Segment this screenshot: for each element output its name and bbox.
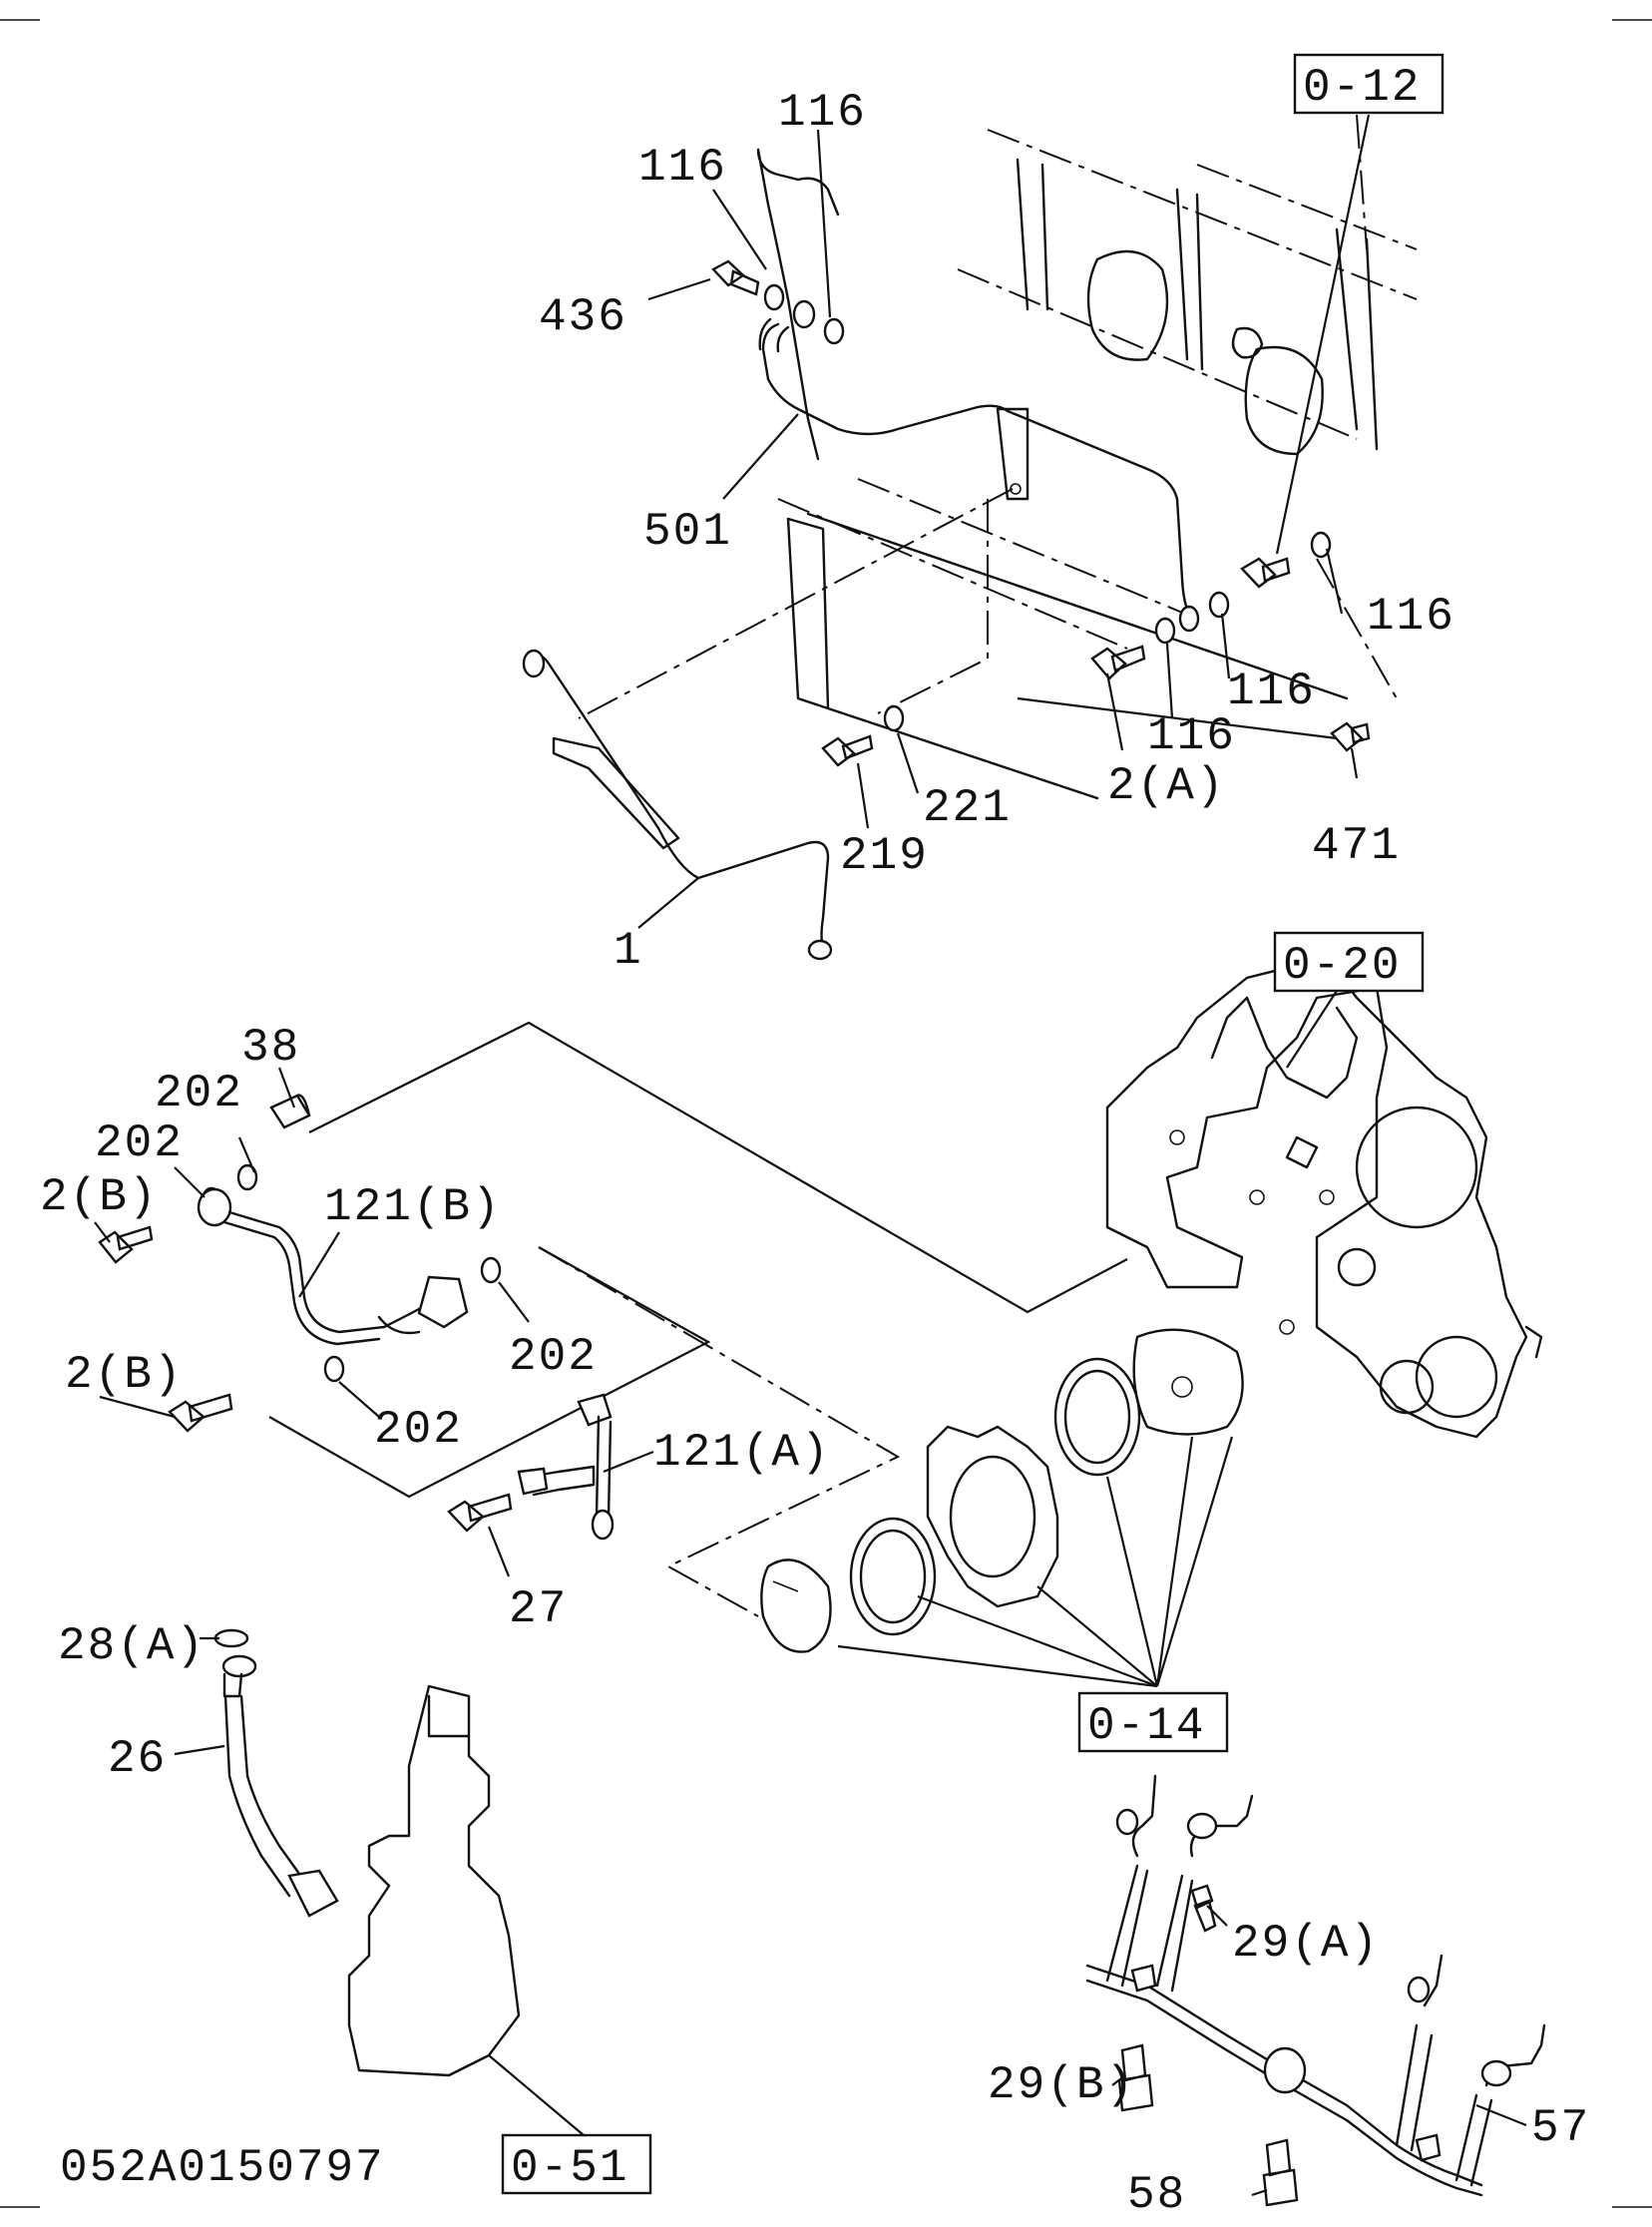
oil-pump-gear bbox=[760, 1328, 1244, 1653]
label-116: 116 bbox=[638, 142, 727, 194]
ref-box-0-14 bbox=[1077, 1691, 1229, 1753]
injection-pump bbox=[347, 1684, 521, 2077]
ref-0-12: 0-12 bbox=[1303, 62, 1421, 114]
assembly-line-1 bbox=[578, 488, 1014, 719]
corner-marks bbox=[0, 19, 1652, 2208]
label-116: 116 bbox=[778, 87, 867, 139]
pipe-26 bbox=[213, 1628, 339, 1918]
label-121a: 121(A) bbox=[653, 1427, 831, 1479]
label-29a: 29(A) bbox=[1232, 1918, 1380, 1970]
gear-case bbox=[1105, 956, 1543, 1439]
label-38: 38 bbox=[241, 1022, 300, 1074]
label-202: 202 bbox=[509, 1331, 598, 1383]
ref-0-14: 0-14 bbox=[1087, 1700, 1205, 1752]
label-471: 471 bbox=[1312, 820, 1401, 872]
label-26: 26 bbox=[108, 1733, 167, 1785]
ref-0-20: 0-20 bbox=[1283, 940, 1401, 992]
assembly-line-2 bbox=[877, 499, 989, 714]
label-leaders bbox=[94, 114, 1527, 2197]
label-116: 116 bbox=[1367, 591, 1455, 643]
oil-pipe-501 bbox=[758, 317, 1200, 633]
leaders-0-14 bbox=[837, 1436, 1234, 1688]
injection-pipes-57 bbox=[1085, 1774, 1546, 2197]
leader-0-20 bbox=[1286, 990, 1338, 1069]
label-1: 1 bbox=[614, 925, 643, 977]
label-2a: 2(A) bbox=[1107, 760, 1225, 812]
ref-0-51: 0-51 bbox=[511, 2142, 628, 2194]
engine-block bbox=[756, 129, 1418, 800]
label-2b: 2(B) bbox=[40, 1171, 158, 1223]
pipe-121a bbox=[168, 1355, 615, 1541]
diagram-id: 052A0150797 bbox=[60, 2142, 385, 2194]
bolts-bottom bbox=[1117, 1884, 1299, 2207]
label-219: 219 bbox=[840, 830, 929, 882]
pipe-121b bbox=[98, 1094, 502, 1346]
label-202: 202 bbox=[155, 1068, 243, 1119]
label-58: 58 bbox=[1127, 2169, 1186, 2221]
assembly-line-6 bbox=[268, 1246, 711, 1499]
label-116: 116 bbox=[1147, 710, 1236, 762]
assembly-line-3 bbox=[1356, 114, 1368, 250]
label-27: 27 bbox=[509, 1583, 568, 1635]
ref-box-0-12 bbox=[1293, 53, 1445, 115]
leader-0-51 bbox=[488, 2054, 585, 2136]
ref-box-0-20 bbox=[1273, 931, 1425, 993]
assembly-line-5 bbox=[308, 1021, 1128, 1314]
fasteners-top bbox=[711, 259, 1371, 767]
label-116: 116 bbox=[1227, 666, 1316, 717]
label-202: 202 bbox=[95, 1117, 184, 1169]
label-29b: 29(B) bbox=[988, 2059, 1135, 2111]
label-221: 221 bbox=[923, 782, 1012, 834]
oil-pipe-1 bbox=[522, 649, 833, 961]
label-202: 202 bbox=[374, 1404, 463, 1456]
assembly-line-4 bbox=[1316, 558, 1398, 699]
label-436: 436 bbox=[539, 291, 627, 343]
label-501: 501 bbox=[643, 506, 732, 558]
ref-box-0-51 bbox=[501, 2133, 652, 2195]
label-57: 57 bbox=[1531, 2102, 1590, 2154]
label-2b: 2(B) bbox=[65, 1349, 183, 1401]
label-121b: 121(B) bbox=[324, 1181, 502, 1233]
label-28a: 28(A) bbox=[58, 1620, 206, 1672]
